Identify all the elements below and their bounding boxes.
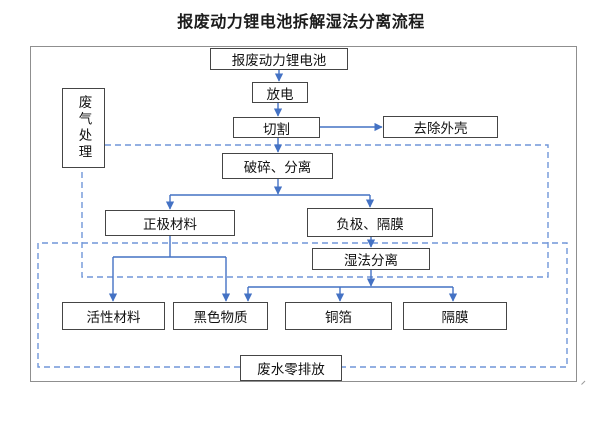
node-crush-separate: 破碎、分离 (222, 153, 333, 179)
node-zero-wastewater: 废水零排放 (240, 355, 342, 381)
node-cathode-material: 正极材料 (105, 210, 235, 236)
node-wet-separation: 湿法分离 (312, 248, 430, 270)
node-anode-separator: 负极、隔膜 (307, 208, 433, 237)
node-separator: 隔膜 (403, 302, 507, 330)
corner-mark (577, 377, 586, 385)
node-discharge: 放电 (252, 82, 308, 103)
node-remove-casing: 去除外壳 (383, 116, 498, 138)
node-copper-foil: 铜箔 (285, 302, 392, 330)
diagram-title: 报废动力锂电池拆解湿法分离流程 (177, 14, 425, 31)
node-waste-gas-treatment: 废气处理 (62, 88, 105, 168)
node-black-mass: 黑色物质 (173, 302, 268, 330)
node-active-material: 活性材料 (62, 302, 165, 330)
node-cutting: 切割 (233, 117, 320, 138)
node-battery: 报废动力锂电池 (210, 48, 348, 70)
